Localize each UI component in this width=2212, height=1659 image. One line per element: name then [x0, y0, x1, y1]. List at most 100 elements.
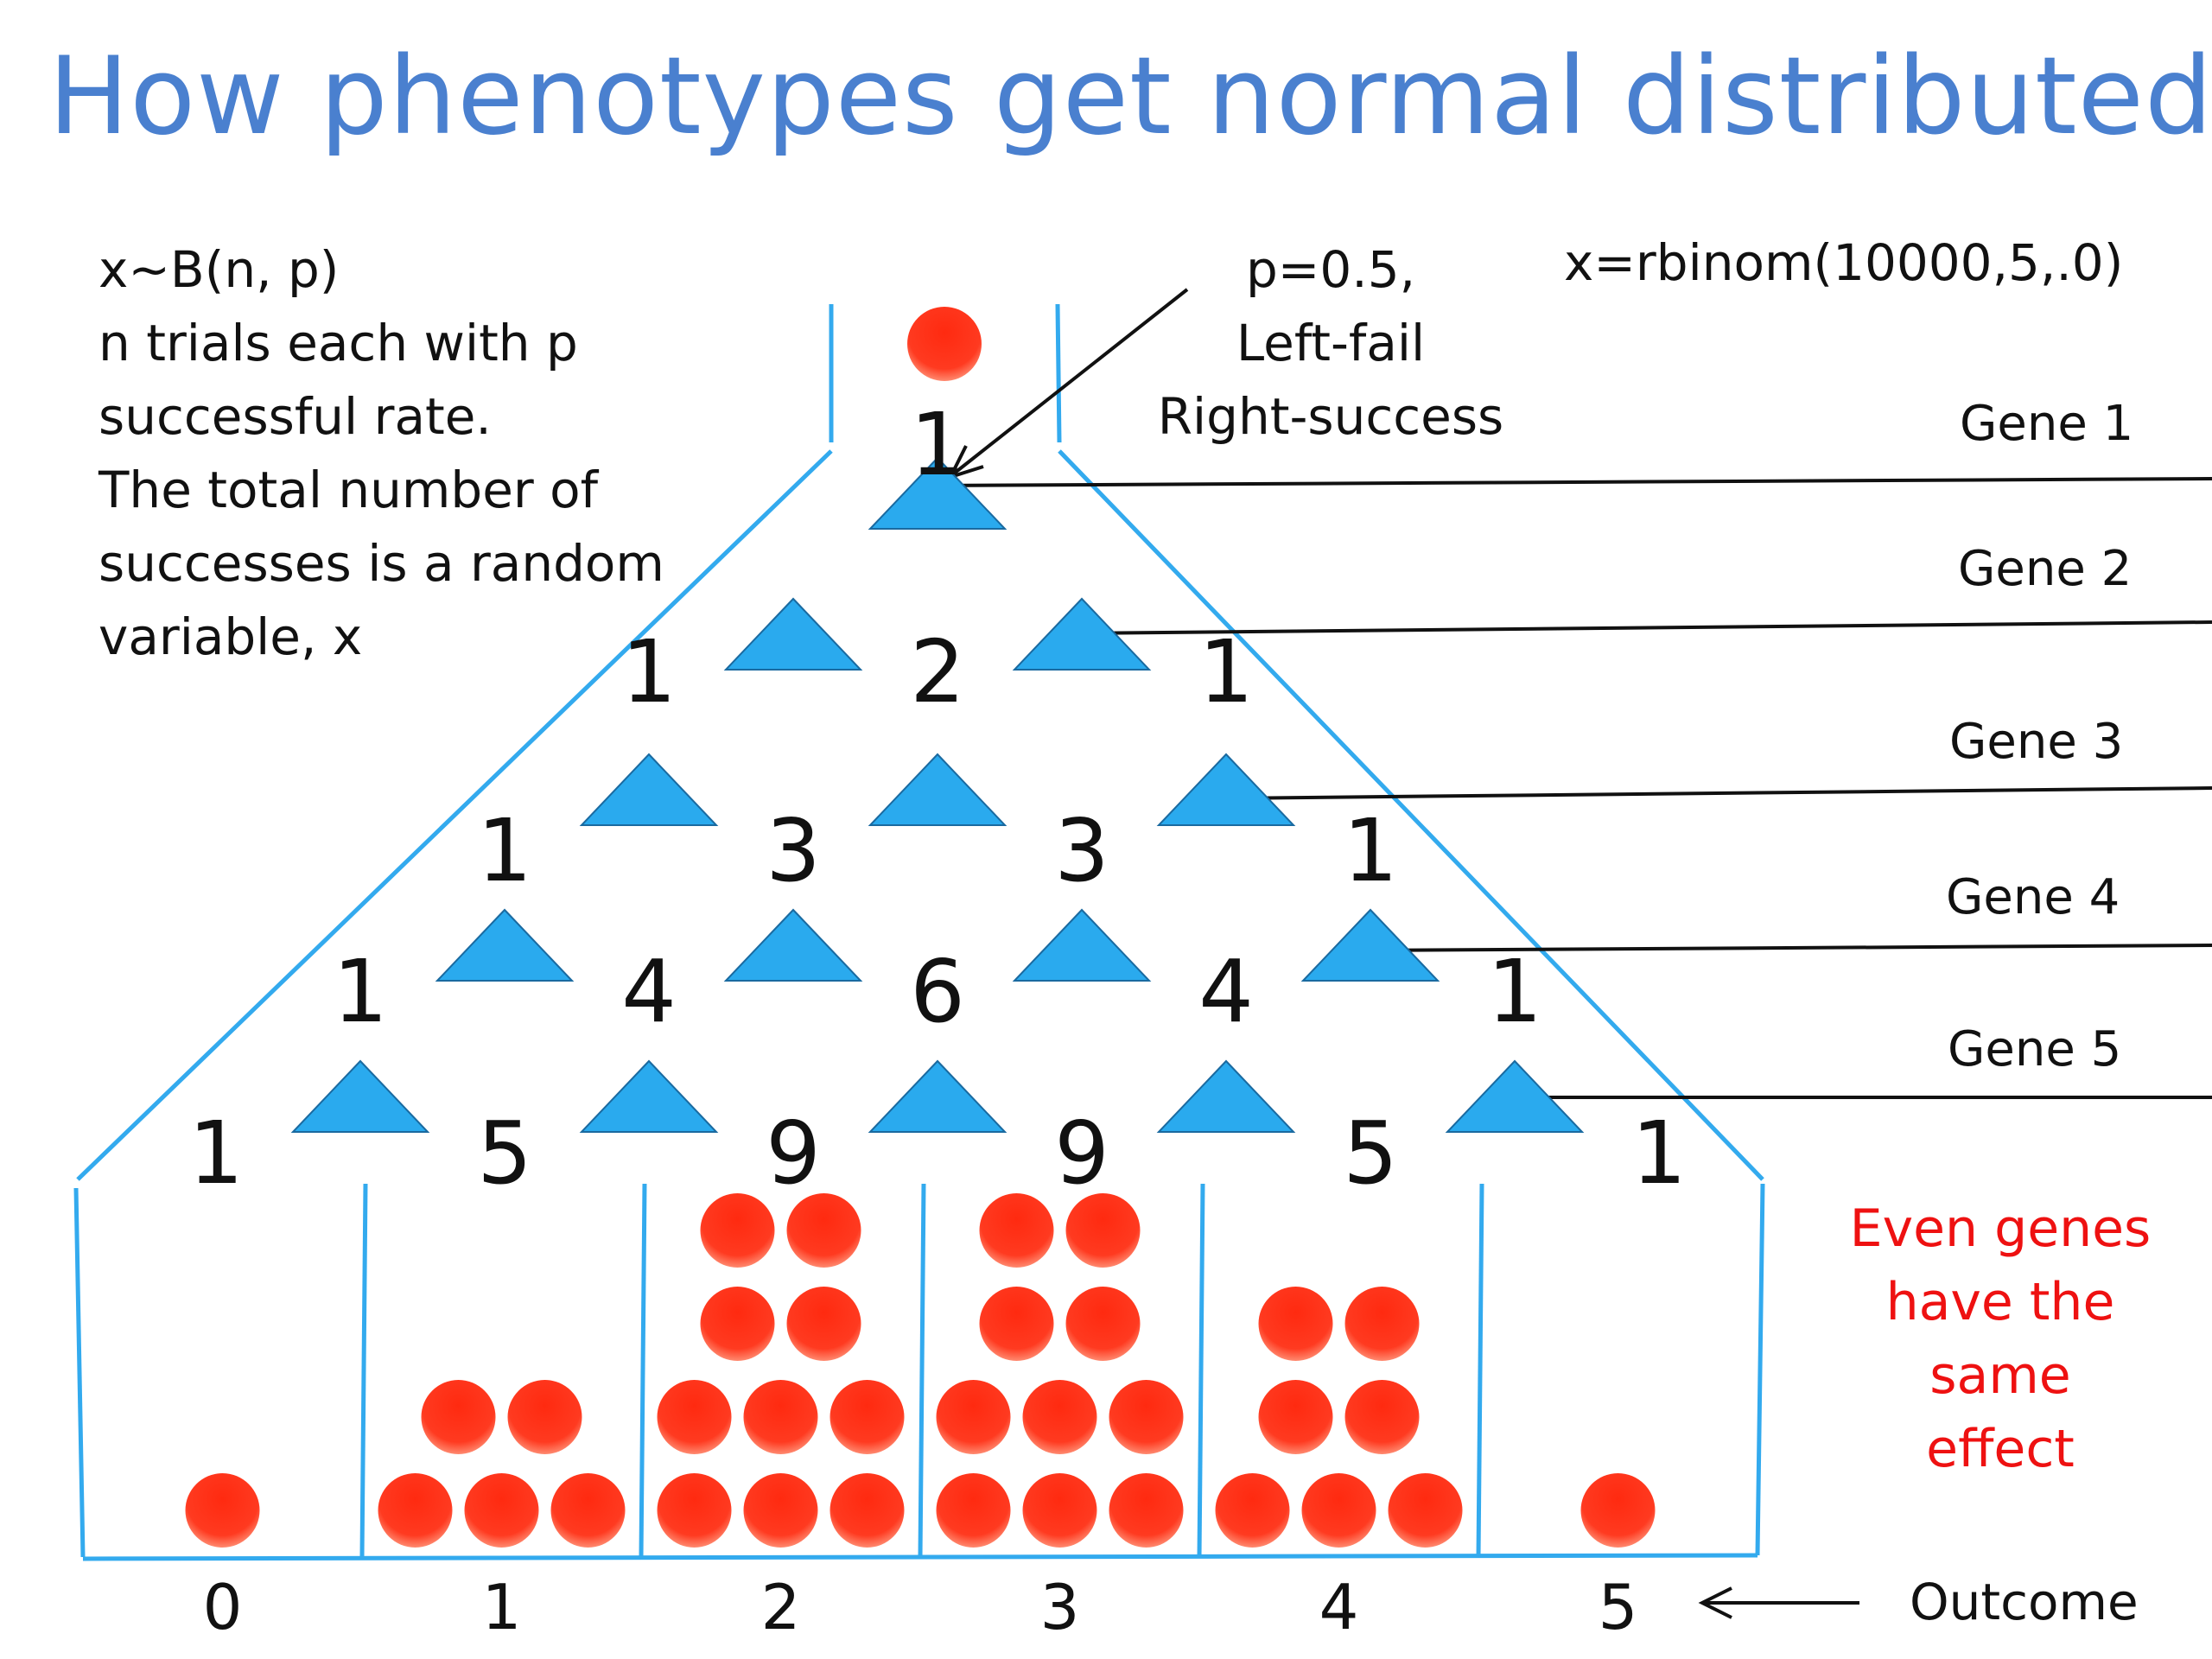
gene-2-line [1071, 620, 2212, 635]
gene-label-1: Gene 1 [1960, 396, 2134, 452]
bin-divider [1197, 1183, 1205, 1558]
peg-triangle [1445, 1059, 1585, 1133]
outcome-value: 4 [1319, 1571, 1359, 1643]
pascal-number: 1 [621, 621, 677, 722]
peg-triangle [1012, 597, 1152, 671]
outcome-value: 3 [1039, 1571, 1080, 1643]
description-line: variable, x [99, 607, 363, 666]
bin-divider [918, 1183, 926, 1558]
gene-label-5: Gene 5 [1948, 1021, 2122, 1077]
pascal-number: 5 [1343, 1103, 1398, 1204]
ball [936, 1473, 1011, 1548]
top-ball [907, 307, 982, 381]
description-line: n trials each with p [99, 314, 578, 372]
peg-triangle [579, 1059, 719, 1133]
binomial-description: x~B(n, p) n trials each with p successfu… [99, 233, 664, 674]
pascal-number: 2 [910, 621, 965, 722]
outcome-value: 2 [760, 1571, 801, 1643]
pascal-number: 6 [910, 941, 965, 1042]
peg-triangle [723, 597, 863, 671]
gene-leader-lines [932, 477, 2212, 1099]
ball [185, 1473, 260, 1548]
probability-line: p=0.5, [1245, 240, 1416, 299]
peg-triangle [290, 1059, 430, 1133]
ball [1301, 1473, 1376, 1548]
pascal-number: 4 [621, 941, 677, 1042]
page-title: How phenotypes get normal distributed? [48, 35, 2212, 159]
effect-note: Even genes have the same effect [1823, 1192, 2177, 1486]
effect-note-line: have the [1885, 1272, 2115, 1332]
bin-wall-right [1755, 1183, 1765, 1556]
pascal-number: 1 [1487, 941, 1542, 1042]
pascal-number: 9 [1054, 1103, 1109, 1204]
ball [378, 1473, 453, 1548]
bin-wall-left [73, 1187, 86, 1558]
ball [743, 1380, 818, 1454]
gene-label-3: Gene 3 [1949, 714, 2124, 770]
ball [1065, 1193, 1141, 1268]
pascal-number: 3 [1054, 800, 1109, 901]
outcome-arrow [1698, 1586, 1859, 1619]
ball [1344, 1380, 1420, 1454]
ball [1022, 1473, 1097, 1548]
peg-triangle [723, 908, 863, 982]
pascal-number: 4 [1198, 941, 1254, 1042]
bin-divider [639, 1183, 647, 1558]
ball [936, 1380, 1011, 1454]
peg-triangle [579, 753, 719, 826]
ball [657, 1380, 732, 1454]
ball [421, 1380, 496, 1454]
probability-note: p=0.5, Left-fail Right-success [1106, 233, 1555, 454]
gene-4-line [1359, 944, 2212, 952]
peg-triangle [1156, 1059, 1296, 1133]
peg-triangle [1300, 908, 1440, 982]
peg-triangle [435, 908, 575, 982]
ball [700, 1287, 775, 1361]
peg-triangle [868, 1059, 1007, 1133]
description-line: successful rate. [99, 387, 492, 446]
funnel-slope-left [76, 449, 833, 1181]
ball [1022, 1380, 1097, 1454]
outcome-value: 5 [1598, 1571, 1638, 1643]
effect-note-line: Even genes [1849, 1198, 2152, 1259]
rbinom-formula: x=rbinom(10000,5,.0) [1564, 233, 2124, 292]
pascal-number: 1 [333, 941, 388, 1042]
outcome-value: 0 [202, 1571, 243, 1643]
peg-triangle [1156, 753, 1296, 826]
ball [700, 1193, 775, 1268]
peg-triangle [868, 753, 1007, 826]
ball [979, 1287, 1054, 1361]
ball [786, 1287, 861, 1361]
outcome-value: 1 [481, 1571, 522, 1643]
effect-note-line: same [1929, 1345, 2071, 1406]
pascal-number: 1 [1343, 800, 1398, 901]
gene-1-line [932, 477, 2212, 487]
outcome-label: Outcome [1910, 1573, 2139, 1631]
pascal-number: 5 [477, 1103, 532, 1204]
ball [1065, 1287, 1141, 1361]
pascal-number: 1 [1198, 621, 1254, 722]
effect-note-line: effect [1926, 1419, 2075, 1479]
ball [1258, 1287, 1333, 1361]
ball [1109, 1473, 1184, 1548]
pascal-number: 1 [1631, 1103, 1687, 1204]
ball [743, 1473, 818, 1548]
funnel-neck-right [1055, 303, 1062, 443]
bin-divider [359, 1183, 368, 1558]
ball [1109, 1380, 1184, 1454]
peg-triangles [290, 456, 1585, 1133]
bin-balls [185, 1193, 1656, 1548]
pascal-number: 1 [910, 394, 965, 495]
probability-line: Left-fail [1236, 314, 1426, 372]
ball [657, 1473, 732, 1548]
ball [1580, 1473, 1656, 1548]
bin-dividers [359, 1183, 1484, 1558]
probability-line: Right-success [1157, 387, 1504, 446]
gene-label-4: Gene 4 [1946, 869, 2120, 925]
funnel-slope-right [1058, 449, 1764, 1181]
peg-triangle [868, 456, 1007, 530]
ball [1258, 1380, 1333, 1454]
pascal-number: 1 [477, 800, 532, 901]
pascal-number: 3 [766, 800, 821, 901]
